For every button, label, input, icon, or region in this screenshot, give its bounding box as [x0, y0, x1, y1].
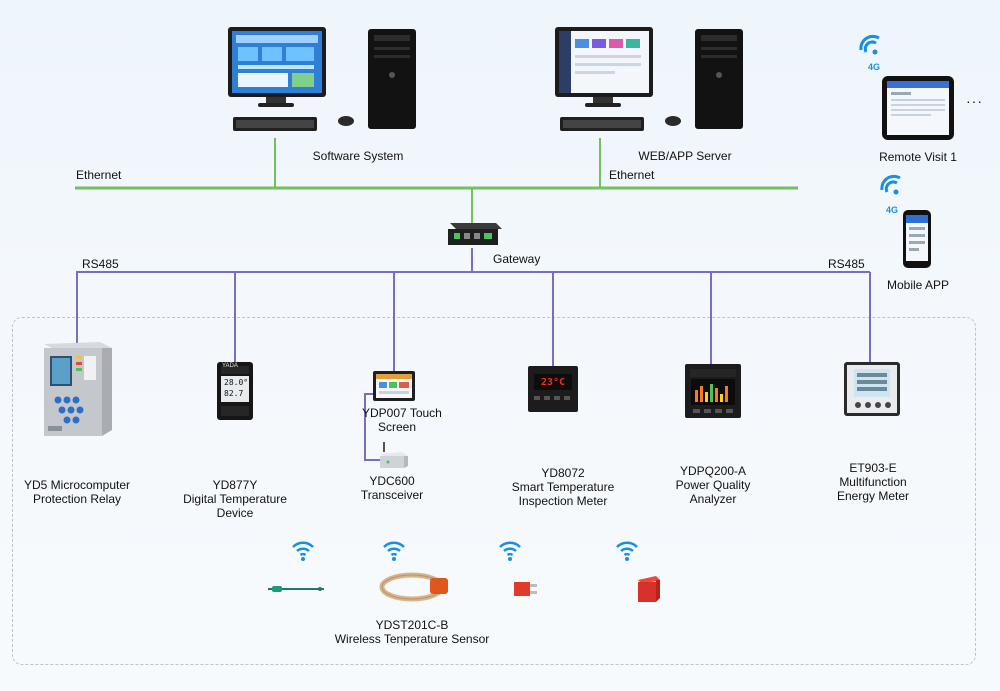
device-4-label: YDC600 Transceiver — [360, 474, 424, 502]
clip-sensor-icon — [514, 582, 537, 596]
ethernet-label-left: Ethernet — [76, 168, 122, 182]
yd877y-temp-text: 28.0° — [224, 378, 249, 387]
device-3-label: YDP007 Touch Screen — [362, 406, 442, 434]
wifi-4g-icon — [859, 34, 880, 55]
wireless-signal-icon — [383, 541, 405, 561]
software-system-pc-icon — [228, 27, 416, 131]
gateway-label: Gateway — [493, 252, 541, 266]
sensor-label: YDST201C-B Wireless Tenperature Sensor — [334, 618, 490, 646]
energy-meter-icon — [844, 362, 900, 416]
device-1-label: YD5 Microcomputer Protection Relay — [23, 478, 131, 506]
4g-label-2: 4G — [886, 205, 899, 215]
mobile-phone-icon — [903, 210, 931, 268]
touch-screen-device-icon — [373, 371, 415, 401]
strap-sensor-icon — [379, 572, 448, 602]
remote-visit-label: Remote Visit 1 — [879, 150, 957, 164]
wifi-4g-icon — [880, 174, 901, 195]
power-quality-analyzer-icon — [685, 364, 741, 418]
web-app-server-label: WEB/APP Server — [638, 149, 732, 163]
more-ellipsis: ··· — [966, 93, 983, 109]
yd877y-brand-text: YADA — [222, 363, 238, 369]
probe-sensor-icon — [268, 586, 324, 592]
temperature-meter-icon — [528, 366, 578, 412]
device-6-label: YDPQ200-A Power Quality Analyzer — [675, 464, 751, 506]
mobile-app-label: Mobile APP — [886, 278, 950, 292]
field-devices-area — [12, 317, 976, 665]
4g-label-1: 4G — [868, 62, 881, 72]
web-app-server-pc-icon — [555, 27, 743, 131]
wireless-signal-icon — [499, 541, 521, 561]
ethernet-label-right: Ethernet — [609, 168, 655, 182]
yd877y-hum-text: 82.7 — [224, 389, 244, 398]
device-5-label: YD8072 Smart Temperature Inspection Mete… — [511, 466, 615, 508]
gateway-device-icon — [448, 223, 502, 245]
yd8072-display-text: 23°C — [541, 377, 566, 388]
device-7-label: ET903-E Multifunction Energy Meter — [836, 461, 910, 503]
rs485-label-right: RS485 — [828, 257, 865, 271]
device-2-label: YD877Y Digital Temperature Device — [183, 478, 287, 520]
transceiver-device-icon — [380, 442, 408, 468]
wireless-signal-icon — [292, 541, 314, 561]
wireless-signal-icon — [616, 541, 638, 561]
software-system-label: Software System — [312, 149, 404, 163]
protection-relay-device-icon — [44, 342, 112, 436]
screen-transceiver-link — [364, 393, 382, 461]
box-sensor-icon — [638, 576, 660, 602]
rs485-label-left: RS485 — [82, 257, 119, 271]
temperature-device-icon — [217, 362, 253, 420]
tablet-icon — [882, 76, 954, 140]
